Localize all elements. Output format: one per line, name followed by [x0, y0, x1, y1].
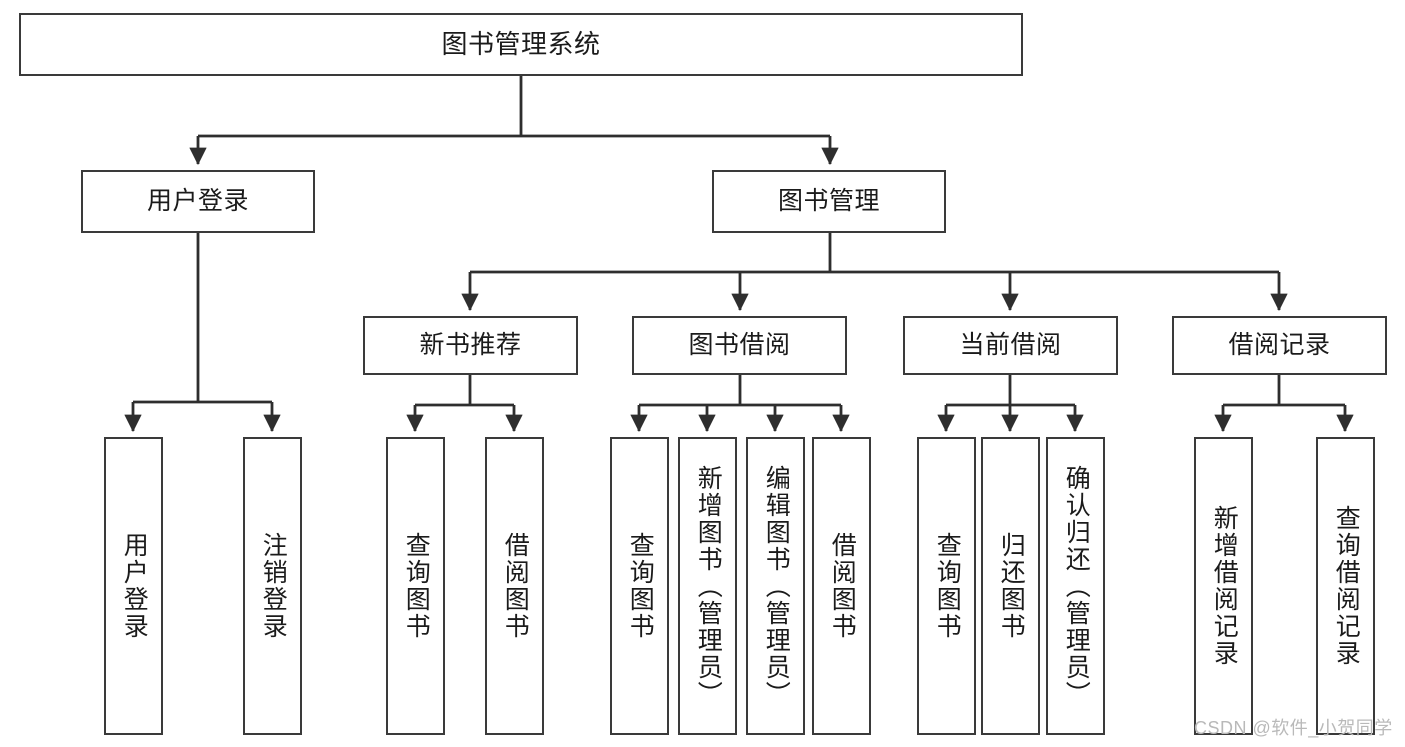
node-label: 新书推荐	[419, 330, 522, 359]
node-label: 查询借阅记录	[1332, 505, 1361, 667]
node-label: 借阅记录	[1228, 330, 1331, 359]
leaf-query-book-current[interactable]: 查询图书	[917, 437, 976, 735]
node-current-borrowing[interactable]: 当前借阅	[903, 316, 1118, 375]
node-label: 用户登录	[120, 532, 149, 640]
node-label: 图书借阅	[688, 330, 791, 359]
node-label: 查询图书	[933, 532, 962, 640]
csdn-watermark: CSDN @软件_小贺同学	[1194, 718, 1393, 738]
node-label: 新增图书（管理员）	[694, 464, 723, 708]
node-book-management[interactable]: 图书管理	[712, 170, 946, 233]
node-label: 新增借阅记录	[1210, 505, 1239, 667]
leaf-user-login[interactable]: 用户登录	[104, 437, 163, 735]
leaf-edit-book-admin[interactable]: 编辑图书（管理员）	[746, 437, 805, 735]
node-book-borrowing[interactable]: 图书借阅	[632, 316, 847, 375]
node-user-login[interactable]: 用户登录	[81, 170, 315, 233]
node-label: 借阅图书	[501, 532, 530, 640]
leaf-add-borrow-record[interactable]: 新增借阅记录	[1194, 437, 1253, 735]
node-label: 确认归还（管理员）	[1062, 464, 1091, 708]
node-root-book-management-system[interactable]: 图书管理系统	[19, 13, 1023, 76]
leaf-borrow-book-new-recommendation[interactable]: 借阅图书	[485, 437, 544, 735]
node-label: 编辑图书（管理员）	[762, 464, 791, 708]
leaf-logout[interactable]: 注销登录	[243, 437, 302, 735]
node-label: 图书管理	[777, 186, 880, 215]
node-label: 注销登录	[259, 532, 288, 640]
node-label: 当前借阅	[959, 330, 1062, 359]
node-label: 借阅图书	[828, 532, 857, 640]
node-new-book-recommendation[interactable]: 新书推荐	[363, 316, 578, 375]
node-label: 归还图书	[997, 532, 1026, 640]
leaf-query-borrow-record[interactable]: 查询借阅记录	[1316, 437, 1375, 735]
leaf-query-book-borrowing[interactable]: 查询图书	[610, 437, 669, 735]
node-borrowing-records[interactable]: 借阅记录	[1172, 316, 1387, 375]
leaf-add-book-admin[interactable]: 新增图书（管理员）	[678, 437, 737, 735]
leaf-query-book-new-recommendation[interactable]: 查询图书	[386, 437, 445, 735]
leaf-borrow-book-borrowing[interactable]: 借阅图书	[812, 437, 871, 735]
node-label: 图书管理系统	[441, 29, 601, 60]
node-label: 查询图书	[402, 532, 431, 640]
node-label: 用户登录	[146, 186, 249, 215]
leaf-confirm-return-admin[interactable]: 确认归还（管理员）	[1046, 437, 1105, 735]
node-label: 查询图书	[626, 532, 655, 640]
leaf-return-book[interactable]: 归还图书	[981, 437, 1040, 735]
